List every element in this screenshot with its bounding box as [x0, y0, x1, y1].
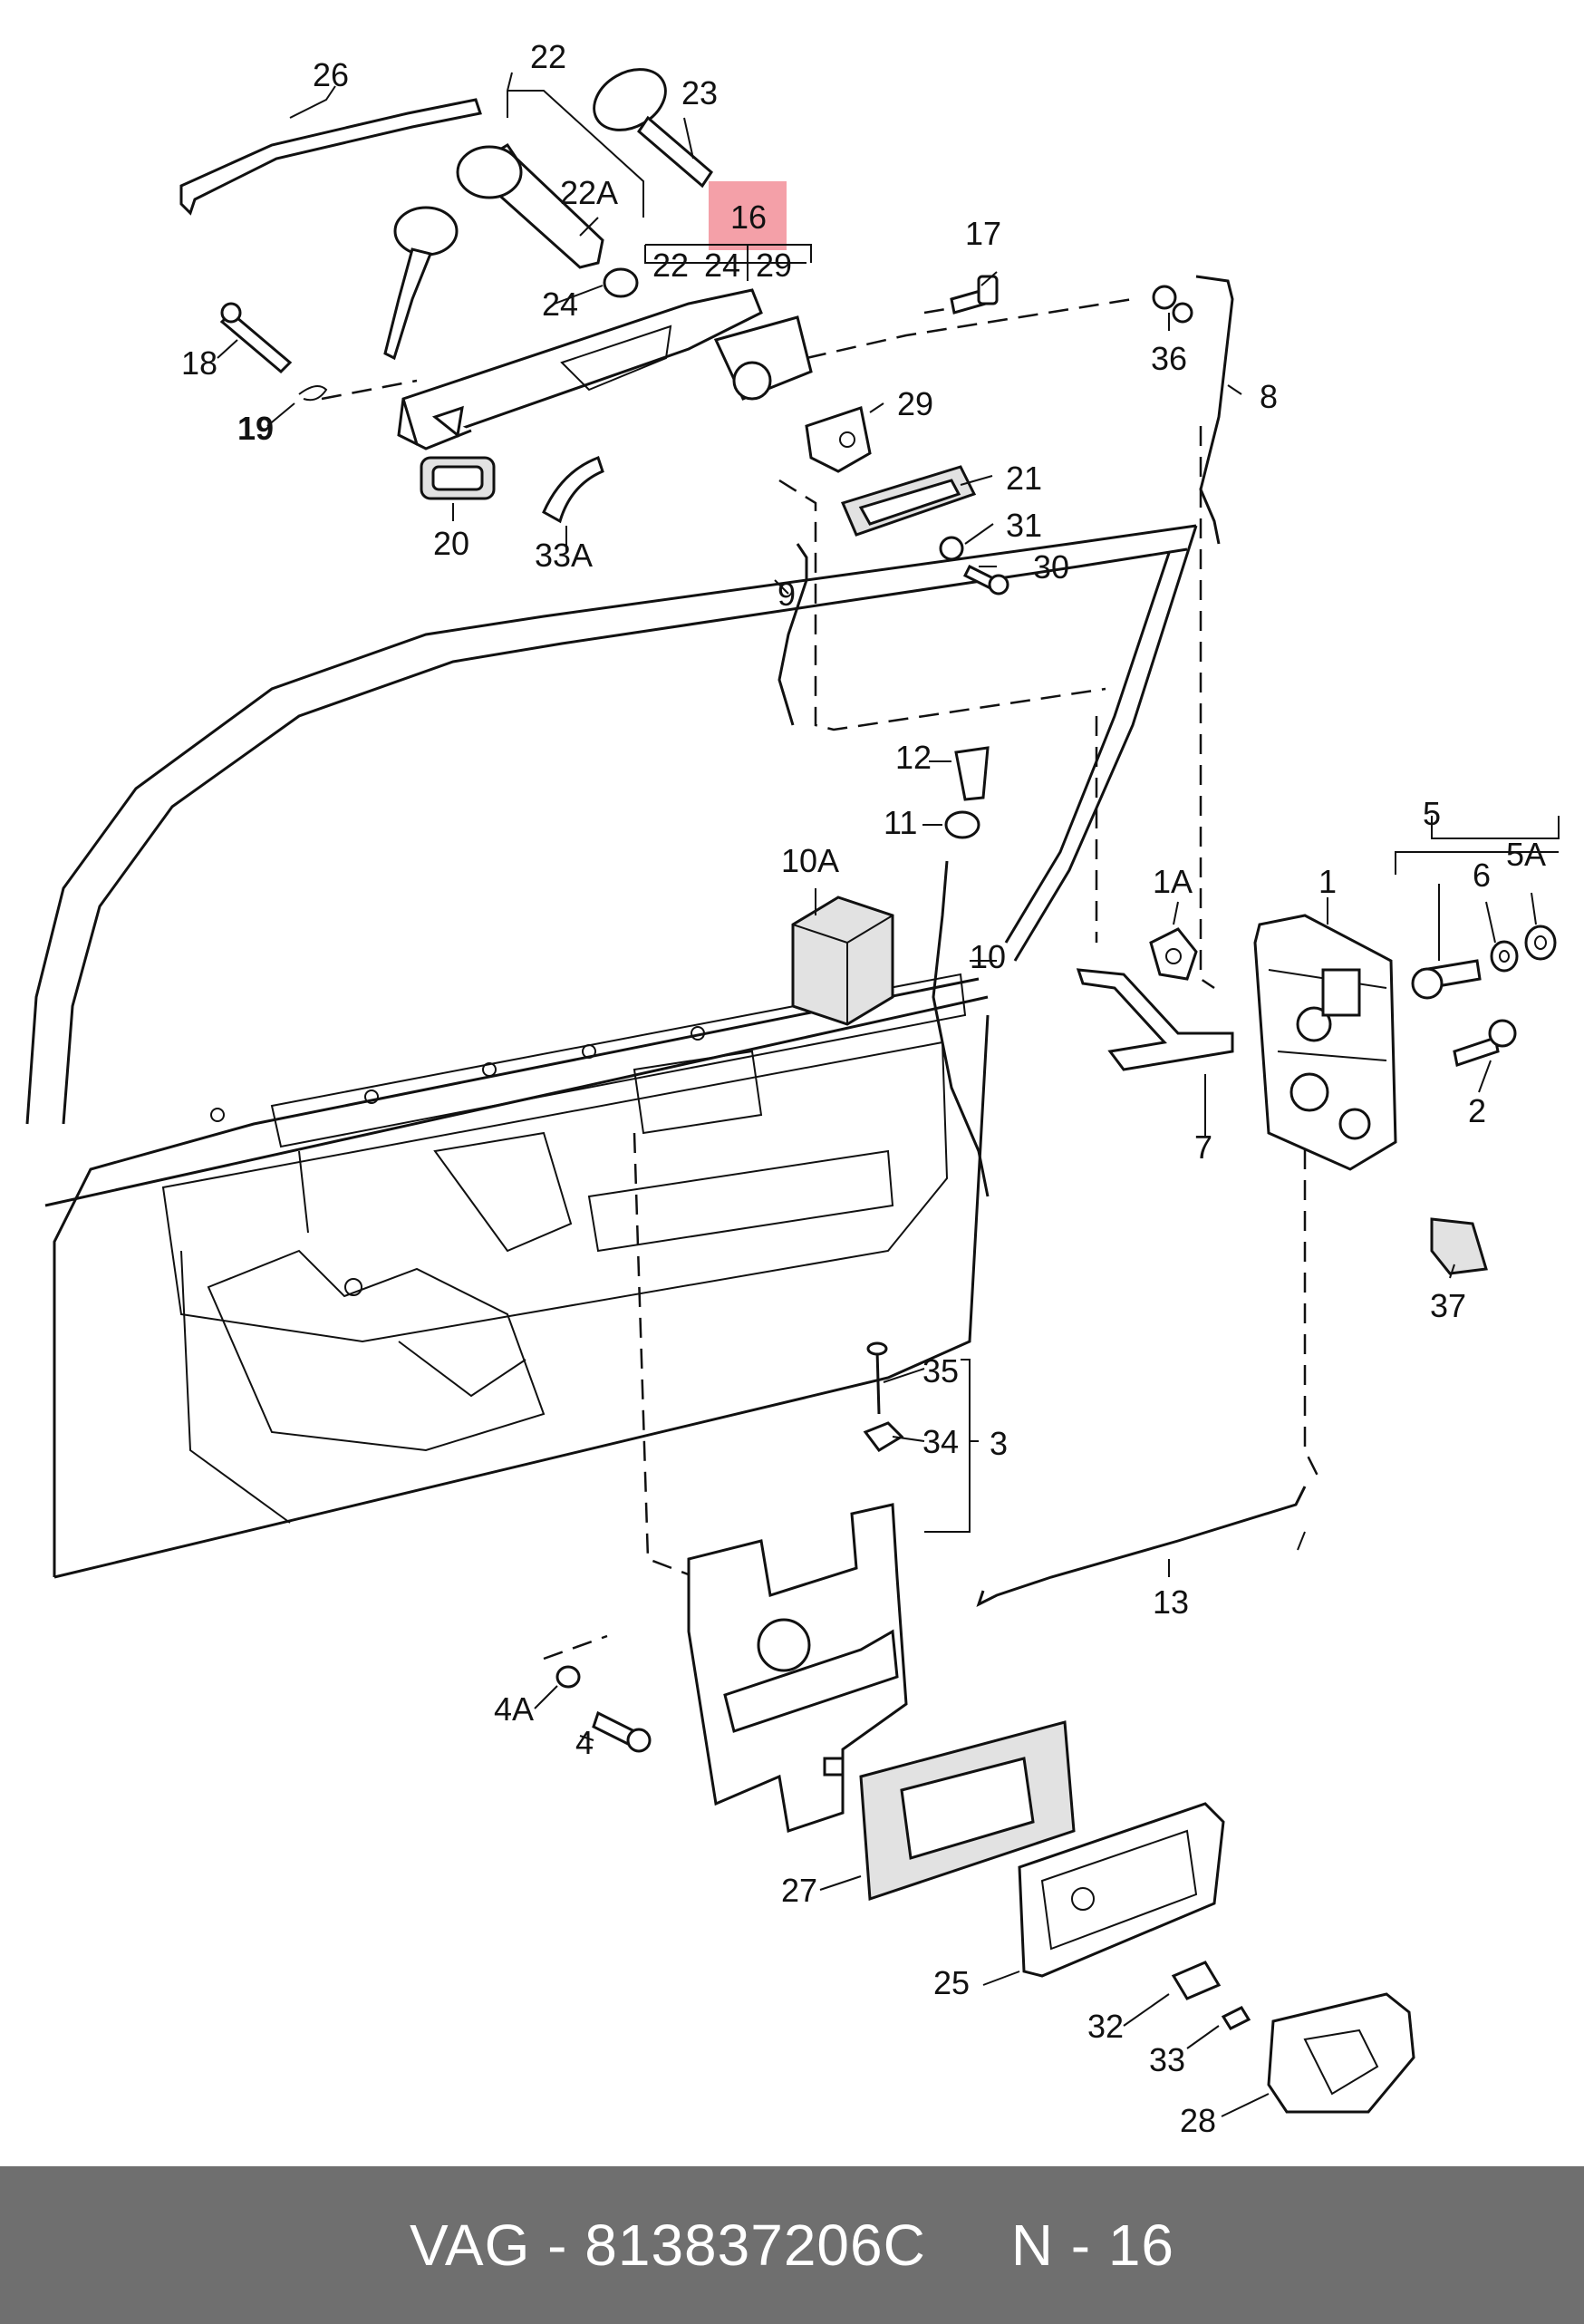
gasket-20 — [420, 456, 496, 500]
handle-bezel-25 — [1018, 1802, 1225, 1978]
inner-handle-3 — [687, 1503, 908, 1833]
label-29: 29 — [897, 385, 933, 422]
label-12: 12 — [895, 739, 932, 776]
clip-36 — [1152, 285, 1193, 324]
escutcheon-32 — [1171, 1961, 1222, 2000]
label-5: 5 — [1423, 795, 1441, 832]
label-23: 23 — [681, 74, 718, 111]
label-1: 1 — [1318, 863, 1337, 900]
label-20: 20 — [433, 525, 469, 562]
seal-strip-26 — [179, 98, 482, 216]
label-9: 9 — [778, 576, 796, 613]
knob-12 — [954, 746, 990, 801]
rod-13 — [976, 1486, 1307, 1607]
label-22A: 22A — [560, 174, 618, 211]
label-24: 24 — [542, 286, 578, 323]
rod-10 — [932, 860, 990, 1197]
label-6: 6 — [1473, 857, 1491, 894]
grommet-37 — [1430, 1217, 1488, 1275]
washer-31 — [939, 536, 964, 561]
label-32: 32 — [1087, 2008, 1124, 2045]
label-22: 22 — [530, 38, 566, 75]
label-4A: 4A — [494, 1690, 534, 1728]
footer-part-info: VAG - 813837206C N - 16 — [410, 2212, 1174, 2279]
screw-2 — [1453, 1019, 1517, 1067]
parts-diagram: 26 22 23 22A 16 22 24 29 17 24 36 18 8 1… — [25, 38, 1560, 2139]
foam-block-10A — [791, 896, 894, 1026]
label-1A: 1A — [1153, 863, 1193, 900]
label-4: 4 — [575, 1724, 594, 1761]
label-21: 21 — [1006, 460, 1042, 497]
label-25: 25 — [933, 1964, 970, 2001]
label-13: 13 — [1153, 1583, 1189, 1621]
label-33A: 33A — [535, 537, 593, 574]
label-36: 36 — [1151, 340, 1187, 377]
foam-pad-27 — [859, 1720, 1076, 1902]
label-35: 35 — [922, 1352, 959, 1390]
label-29b: 29 — [756, 247, 792, 284]
screw-18 — [219, 302, 293, 374]
gasket-21 — [840, 465, 977, 537]
screw-33 — [1221, 2006, 1251, 2030]
label-10A: 10A — [781, 842, 839, 879]
spring-34 — [863, 1421, 904, 1452]
label-10: 10 — [970, 938, 1006, 975]
label-37: 37 — [1430, 1287, 1466, 1324]
footer-separator: - — [547, 2213, 568, 2278]
label-34: 34 — [922, 1423, 959, 1460]
label-33: 33 — [1149, 2041, 1185, 2078]
lock-cylinder-22 — [383, 68, 713, 361]
label-8: 8 — [1260, 378, 1278, 415]
screw-17 — [950, 275, 999, 315]
label-2: 2 — [1468, 1092, 1486, 1129]
label-5A: 5A — [1506, 836, 1546, 873]
label-27: 27 — [781, 1872, 817, 1909]
trim-cap-28 — [1267, 1992, 1415, 2114]
highlight-box-16 — [709, 181, 787, 250]
door-lock-1 — [1253, 914, 1397, 1171]
spring-33A — [542, 456, 604, 524]
washer-4A — [555, 1665, 581, 1689]
rod-9 — [778, 543, 808, 726]
screw-30 — [962, 564, 1009, 596]
grommet-11 — [944, 810, 980, 839]
clip-19 — [298, 385, 328, 402]
cap-24 — [603, 267, 639, 298]
label-16: 16 — [730, 199, 767, 236]
rod-8 — [1195, 275, 1234, 545]
label-30: 30 — [1033, 548, 1069, 586]
bracket-29 — [805, 406, 872, 473]
door-shell — [25, 524, 1198, 1579]
leader-lines — [217, 72, 1560, 2117]
label-26: 26 — [313, 56, 349, 93]
washer-5A — [1524, 925, 1557, 961]
footer-brand: VAG — [409, 2213, 531, 2278]
linkage-1A — [1149, 927, 1198, 981]
label-7: 7 — [1194, 1128, 1212, 1166]
label-17: 17 — [965, 215, 1001, 252]
label-31: 31 — [1006, 507, 1042, 544]
lever-7 — [1076, 968, 1234, 1071]
pin-35 — [866, 1341, 888, 1415]
label-22b: 22 — [652, 247, 689, 284]
screw-4 — [592, 1710, 652, 1753]
footer-part-number: 813837206C — [584, 2213, 926, 2278]
label-11: 11 — [884, 804, 917, 841]
footer-section: N - 16 — [1010, 2213, 1175, 2278]
label-18: 18 — [181, 344, 217, 382]
label-3: 3 — [990, 1425, 1008, 1462]
washer-6 — [1490, 940, 1519, 973]
part-labels: 26 22 23 22A 16 22 24 29 17 24 36 18 8 1… — [181, 38, 1546, 2139]
label-28: 28 — [1180, 2102, 1216, 2139]
door-handle-16 — [397, 288, 813, 450]
footer-bar: VAG - 813837206C N - 16 — [0, 2166, 1584, 2324]
label-24b: 24 — [704, 247, 740, 284]
bolt-5 — [1411, 959, 1482, 1000]
label-19: 19 — [237, 410, 274, 447]
